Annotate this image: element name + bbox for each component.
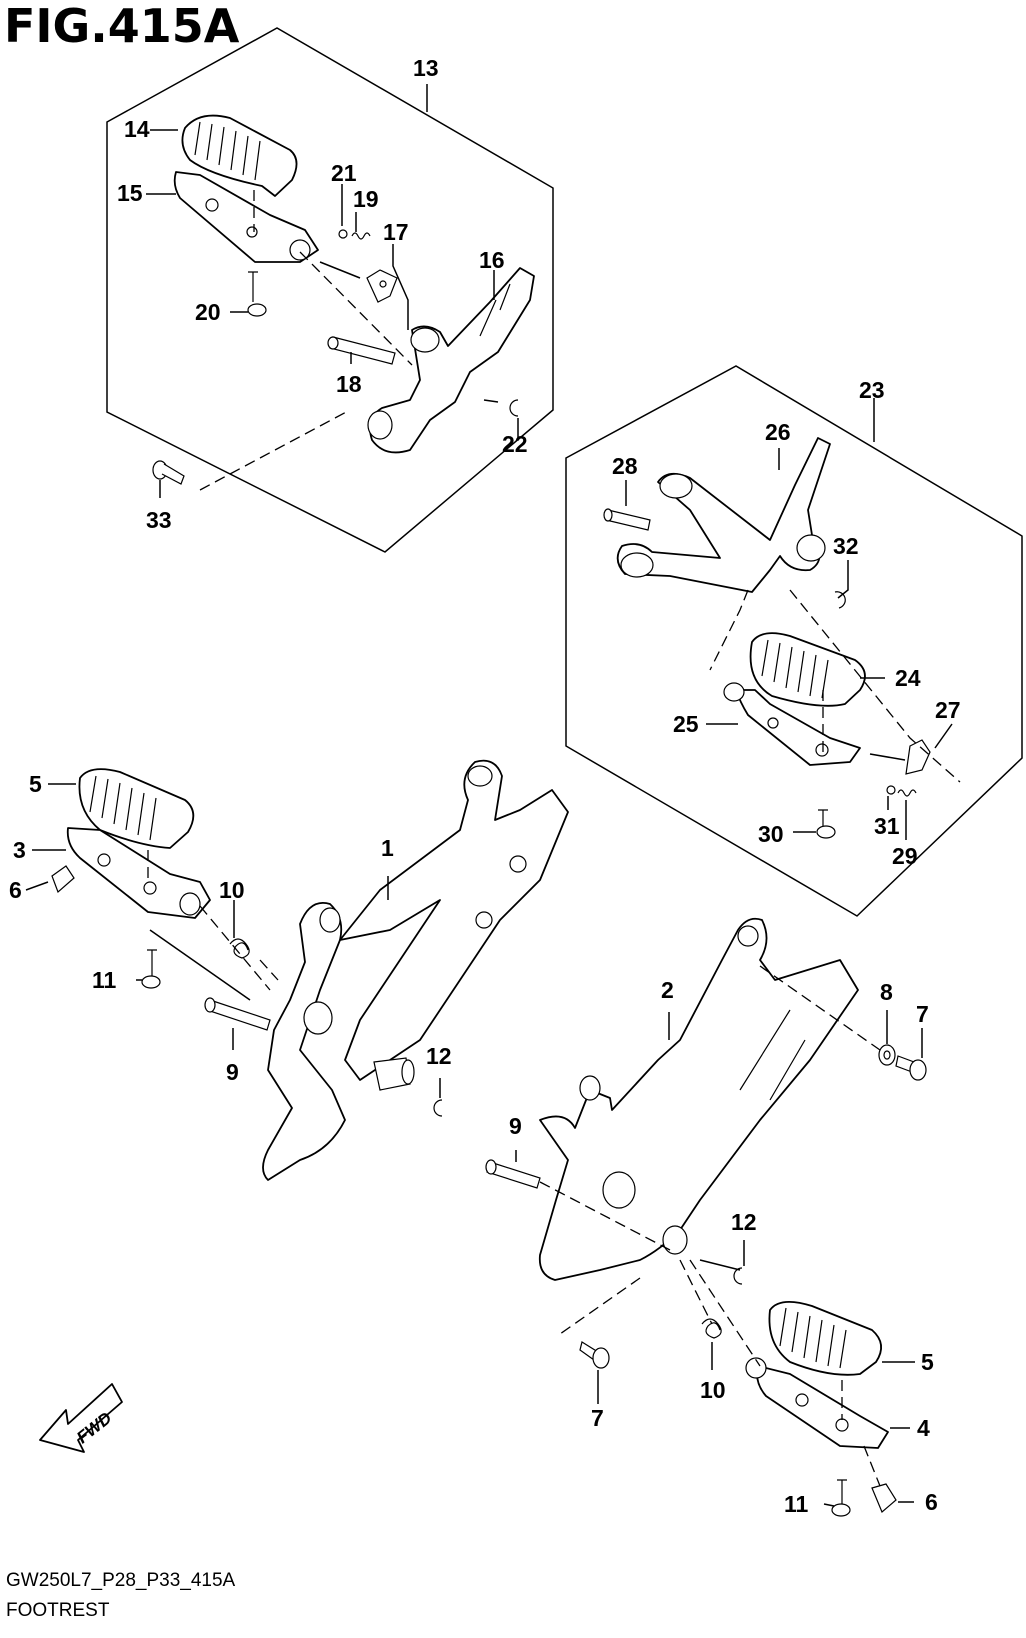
callout-9-right: 9 — [509, 1113, 522, 1139]
circlip-12-right — [733, 1267, 743, 1285]
callout-7-upper: 7 — [916, 1001, 929, 1027]
callout-31: 31 — [874, 813, 900, 839]
footrest-holder-26 — [616, 437, 831, 593]
callout-24: 24 — [895, 665, 921, 691]
plate-27 — [905, 739, 931, 775]
callout-32: 32 — [833, 533, 859, 559]
callout-12-right: 12 — [731, 1209, 757, 1235]
callout-4: 4 — [917, 1415, 930, 1441]
callout-5-right: 5 — [921, 1349, 934, 1375]
diagram-name: FOOTREST — [6, 1600, 110, 1621]
spring-29 — [897, 789, 917, 797]
callout-11-right: 11 — [784, 1491, 809, 1517]
bracket-1 — [262, 759, 569, 1181]
footrest-bracket-15 — [173, 171, 319, 263]
callout-14: 14 — [124, 116, 150, 142]
callout-17: 17 — [383, 219, 409, 245]
callout-30: 30 — [758, 821, 784, 847]
pin-28 — [603, 508, 651, 531]
callout-15: 15 — [117, 180, 143, 206]
callout-9-left: 9 — [226, 1059, 239, 1085]
spring-10-left — [229, 938, 250, 959]
callout-10-left: 10 — [219, 877, 245, 903]
pin-9-right — [485, 1159, 541, 1189]
bolt-30 — [816, 809, 836, 839]
callout-25: 25 — [673, 711, 699, 737]
bolt-33 — [152, 460, 185, 485]
callout-29: 29 — [892, 843, 918, 869]
circlip-12-left — [433, 1099, 443, 1117]
figure-title: FIG.415A — [4, 0, 240, 53]
callout-18: 18 — [336, 371, 362, 397]
fwd-arrow-icon: FWD — [39, 1383, 123, 1453]
callout-6-right: 6 — [925, 1489, 938, 1515]
bolt-20 — [247, 271, 267, 317]
callout-21: 21 — [331, 160, 357, 186]
callout-28: 28 — [612, 453, 638, 479]
washer-8 — [878, 1044, 896, 1066]
callout-12-left: 12 — [426, 1043, 452, 1069]
callout-3: 3 — [13, 837, 26, 863]
ball-21 — [338, 229, 348, 239]
bolt-11-left — [141, 949, 161, 989]
footrest-holder-16 — [367, 267, 535, 454]
footrest-rubber-5-left — [78, 768, 195, 849]
callout-8: 8 — [880, 979, 893, 1005]
callout-13: 13 — [413, 55, 439, 81]
pivot-6-left — [51, 865, 75, 894]
bolt-7-upper — [895, 1055, 927, 1081]
plate-17 — [366, 269, 398, 303]
bolt-11-right — [831, 1479, 851, 1517]
footrest-rubber-5-right — [768, 1300, 882, 1376]
callout-6-left: 6 — [9, 877, 22, 903]
callout-22: 22 — [502, 431, 528, 457]
callout-11-left: 11 — [92, 967, 117, 993]
footrest-bracket-4-right — [745, 1357, 889, 1449]
group-box-23 — [565, 365, 1023, 917]
bracket-2 — [538, 917, 859, 1281]
footrest-rubber-24 — [749, 632, 866, 707]
bolt-7-lower — [579, 1341, 610, 1369]
spring-19 — [351, 232, 371, 240]
circlip-32 — [834, 591, 846, 609]
callout-10-right: 10 — [700, 1377, 726, 1403]
spring-10-right — [701, 1318, 722, 1339]
callout-19: 19 — [353, 186, 379, 212]
diagram-code: GW250L7_P28_P33_415A — [6, 1570, 236, 1591]
callout-1: 1 — [381, 835, 394, 861]
pin-9-left — [204, 997, 271, 1031]
callout-33: 33 — [146, 507, 172, 533]
group-box-13 — [106, 27, 554, 553]
callout-7-lower: 7 — [591, 1405, 604, 1431]
circlip-22 — [509, 399, 519, 417]
callout-26: 26 — [765, 419, 791, 445]
pivot-6-right — [871, 1483, 897, 1513]
pin-18 — [327, 336, 396, 365]
ball-31 — [886, 785, 896, 795]
footrest-bracket-3-left — [66, 827, 211, 919]
callout-27: 27 — [935, 697, 961, 723]
callout-2: 2 — [661, 977, 674, 1003]
footrest-bracket-25 — [723, 682, 861, 766]
callout-20: 20 — [195, 299, 221, 325]
footrest-rubber-14 — [181, 114, 298, 197]
callout-16: 16 — [479, 247, 505, 273]
callout-23: 23 — [859, 377, 885, 403]
callout-5-left: 5 — [29, 771, 42, 797]
